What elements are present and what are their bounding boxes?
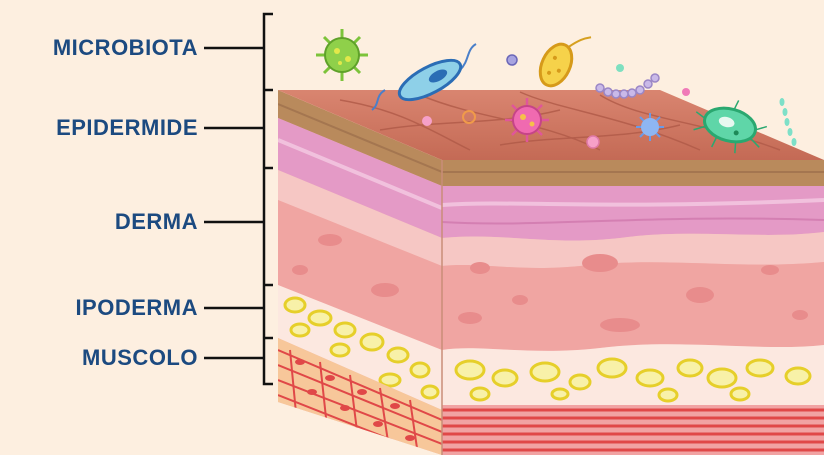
pink-cell-icon [422, 116, 432, 126]
label-muscolo: MUSCOLO [0, 346, 198, 370]
skin-right-face [442, 160, 824, 455]
blue-virus-icon [636, 113, 664, 141]
label-microbiota: MICROBIOTA [0, 36, 198, 60]
label-ipoderma: IPODERMA [0, 296, 198, 320]
pink-cell-icon-2 [587, 136, 599, 148]
label-derma: DERMA [0, 210, 198, 234]
yellow-bacterium-icon [534, 23, 591, 94]
green-spore-icon [616, 64, 624, 72]
virus-icon [316, 29, 368, 81]
layer-bracket [204, 14, 273, 384]
cyan-chain-icon [780, 98, 797, 146]
pink-spore-icon [682, 88, 690, 96]
label-epidermide: EPIDERMIDE [0, 116, 198, 140]
spore-icon [507, 55, 517, 65]
